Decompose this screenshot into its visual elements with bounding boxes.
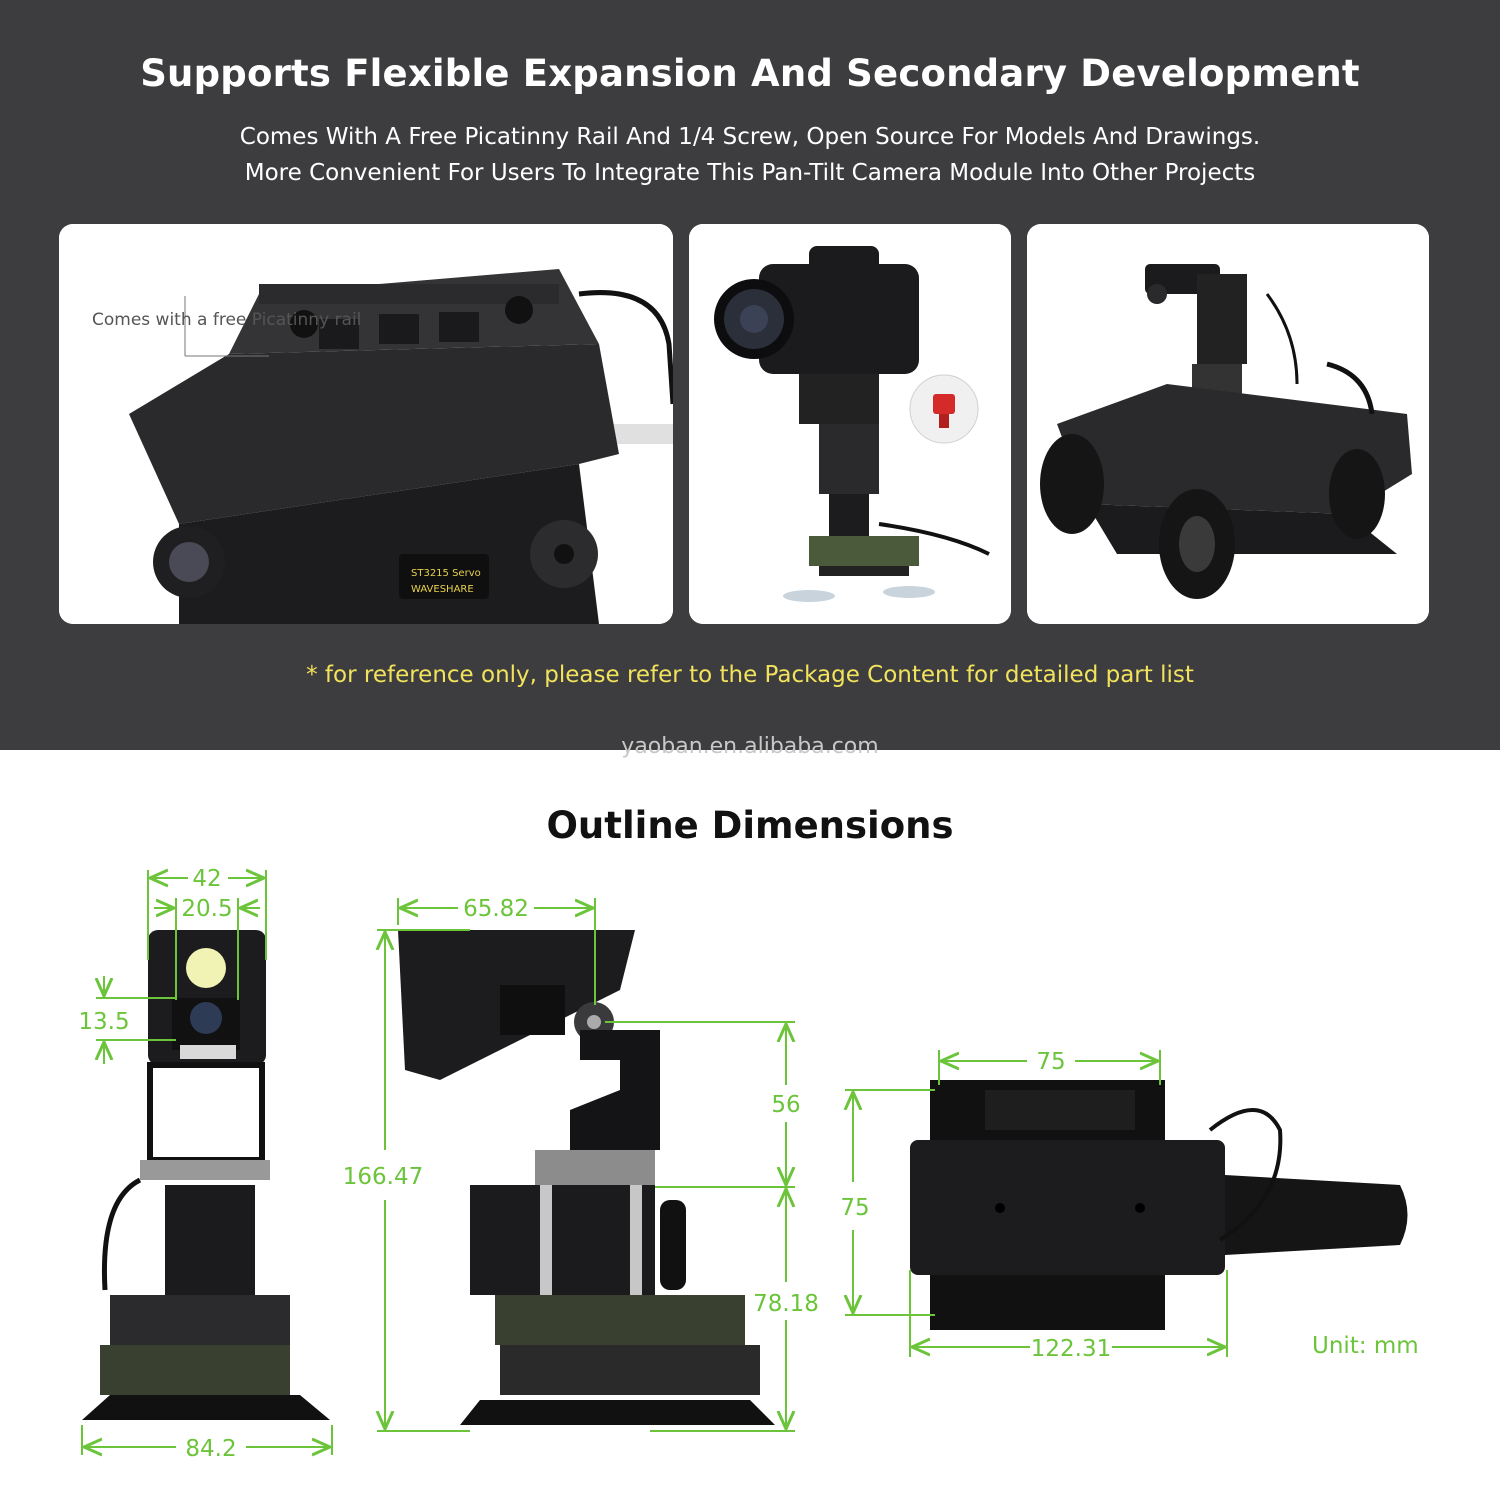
side-view-dimensions: 65.82 166.47 56 78.18 — [343, 896, 819, 1432]
dim-top-width-75: 75 — [1036, 1049, 1065, 1075]
dim-side-height-166-47: 166.47 — [343, 1164, 423, 1190]
watermark: yaoban.en.alibaba.com — [621, 734, 879, 759]
dslr-illustration — [689, 224, 1011, 624]
ugv-illustration — [1027, 224, 1429, 624]
front-view-device — [82, 930, 330, 1420]
servo-label-text: ST3215 Servo — [411, 568, 481, 579]
servo-brand-text: WAVESHARE — [411, 584, 474, 595]
dim-top-height-75: 75 — [840, 1195, 869, 1221]
banner-title: Supports Flexible Expansion And Secondar… — [140, 52, 1360, 95]
dim-side-top-65-82: 65.82 — [463, 896, 529, 922]
banner-subtitle-line-2: More Convenient For Users To Integrate T… — [244, 160, 1256, 186]
dim-front-width-42: 42 — [192, 866, 221, 892]
outline-dimensions-title: Outline Dimensions — [546, 804, 954, 847]
rail-illustration: ST3215 Servo WAVESHARE — [59, 224, 673, 624]
ugv-robot-photo — [1027, 224, 1429, 624]
top-view-device — [910, 1080, 1408, 1330]
dim-top-length-122-31: 122.31 — [1031, 1336, 1111, 1362]
dslr-mount-photo — [689, 224, 1011, 624]
front-view-dimensions: 42 20.5 13.5 84.2 — [78, 866, 333, 1462]
unit-label: Unit: mm — [1312, 1333, 1419, 1359]
dim-front-inner-20-5: 20.5 — [181, 896, 232, 922]
picatinny-rail-photo: ST3215 Servo WAVESHARE Comes with a free… — [59, 224, 673, 624]
dim-side-upper-56: 56 — [771, 1092, 800, 1118]
rail-caption: Comes with a free Picatinny rail — [92, 310, 362, 330]
dim-front-camera-13-5: 13.5 — [78, 1009, 129, 1035]
banner-subtitle-line-1: Comes With A Free Picatinny Rail And 1/4… — [239, 124, 1261, 150]
side-view-device — [398, 930, 775, 1425]
reference-note: * for reference only, please refer to th… — [306, 662, 1194, 688]
top-view-dimensions: 75 75 122.31 — [840, 1049, 1228, 1362]
dim-front-base-84-2: 84.2 — [185, 1436, 236, 1462]
dim-side-lower-78-18: 78.18 — [753, 1291, 819, 1317]
